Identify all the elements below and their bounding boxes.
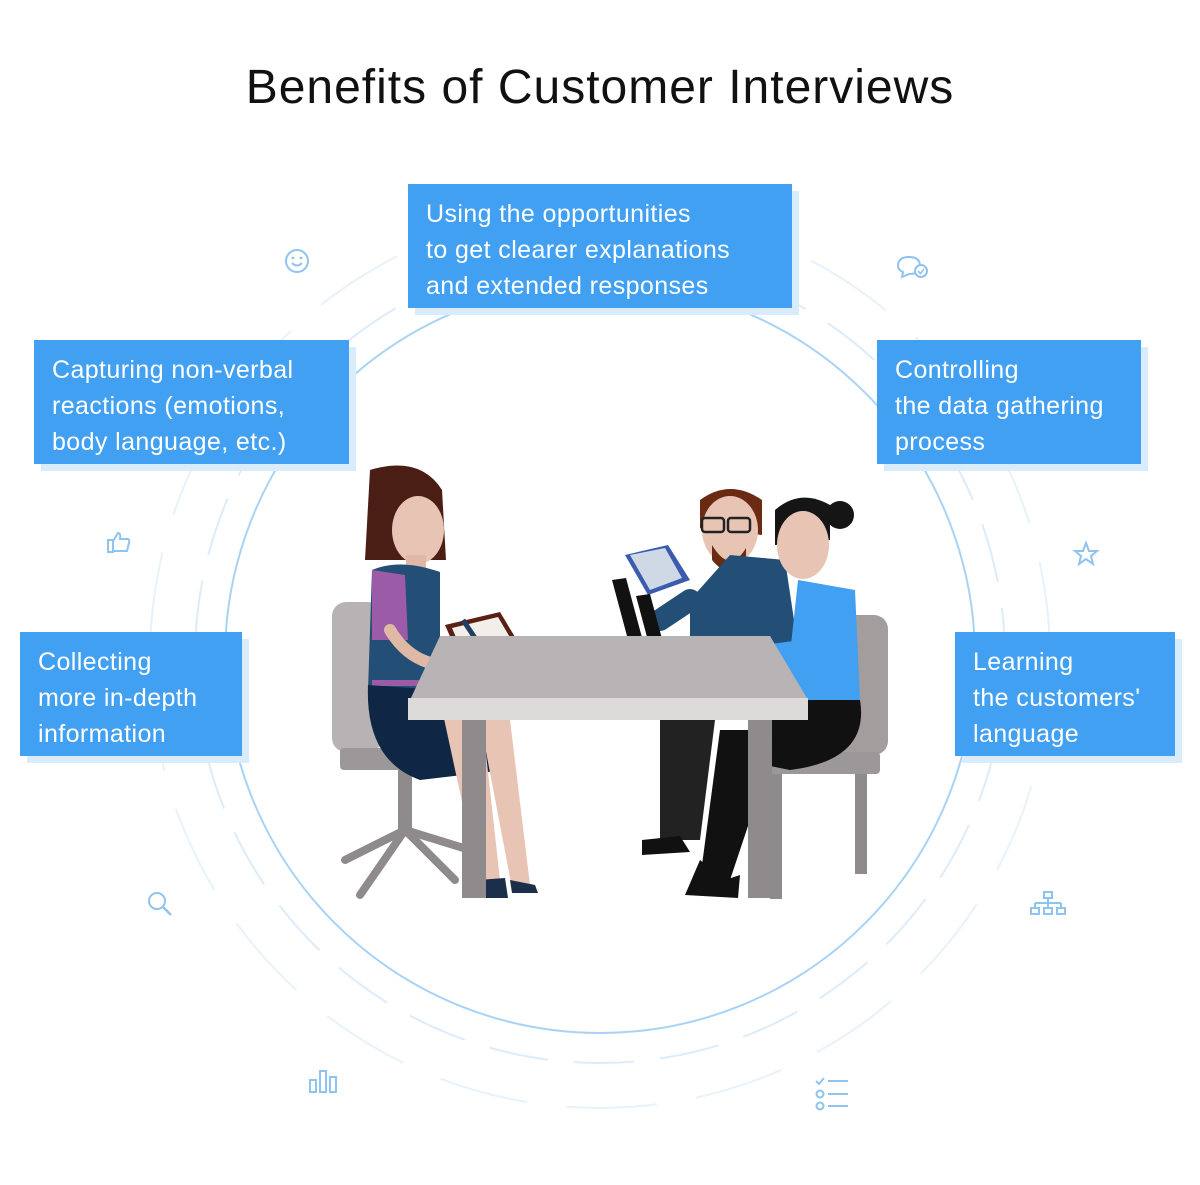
star-icon xyxy=(1072,540,1100,567)
smiley-icon xyxy=(285,249,309,273)
benefit-box-top: Using the opportunities to get clearer e… xyxy=(408,184,792,308)
page-title: Benefits of Customer Interviews xyxy=(245,61,955,114)
bar-chart-icon xyxy=(309,1070,337,1093)
hierarchy-icon xyxy=(1030,891,1066,915)
benefit-box-lower-left: Collecting more in-depth information xyxy=(20,632,242,756)
table xyxy=(408,636,808,898)
search-icon xyxy=(148,892,172,916)
benefit-box-upper-left: Capturing non-verbal reactions (emotions… xyxy=(34,340,349,464)
benefit-box-lower-right: Learning the customers' language xyxy=(955,632,1175,756)
thumbs-up-icon xyxy=(107,531,131,553)
checklist-icon xyxy=(815,1077,848,1111)
chat-bubble-icon xyxy=(896,255,928,279)
benefit-box-upper-right: Controlling the data gathering process xyxy=(877,340,1141,464)
